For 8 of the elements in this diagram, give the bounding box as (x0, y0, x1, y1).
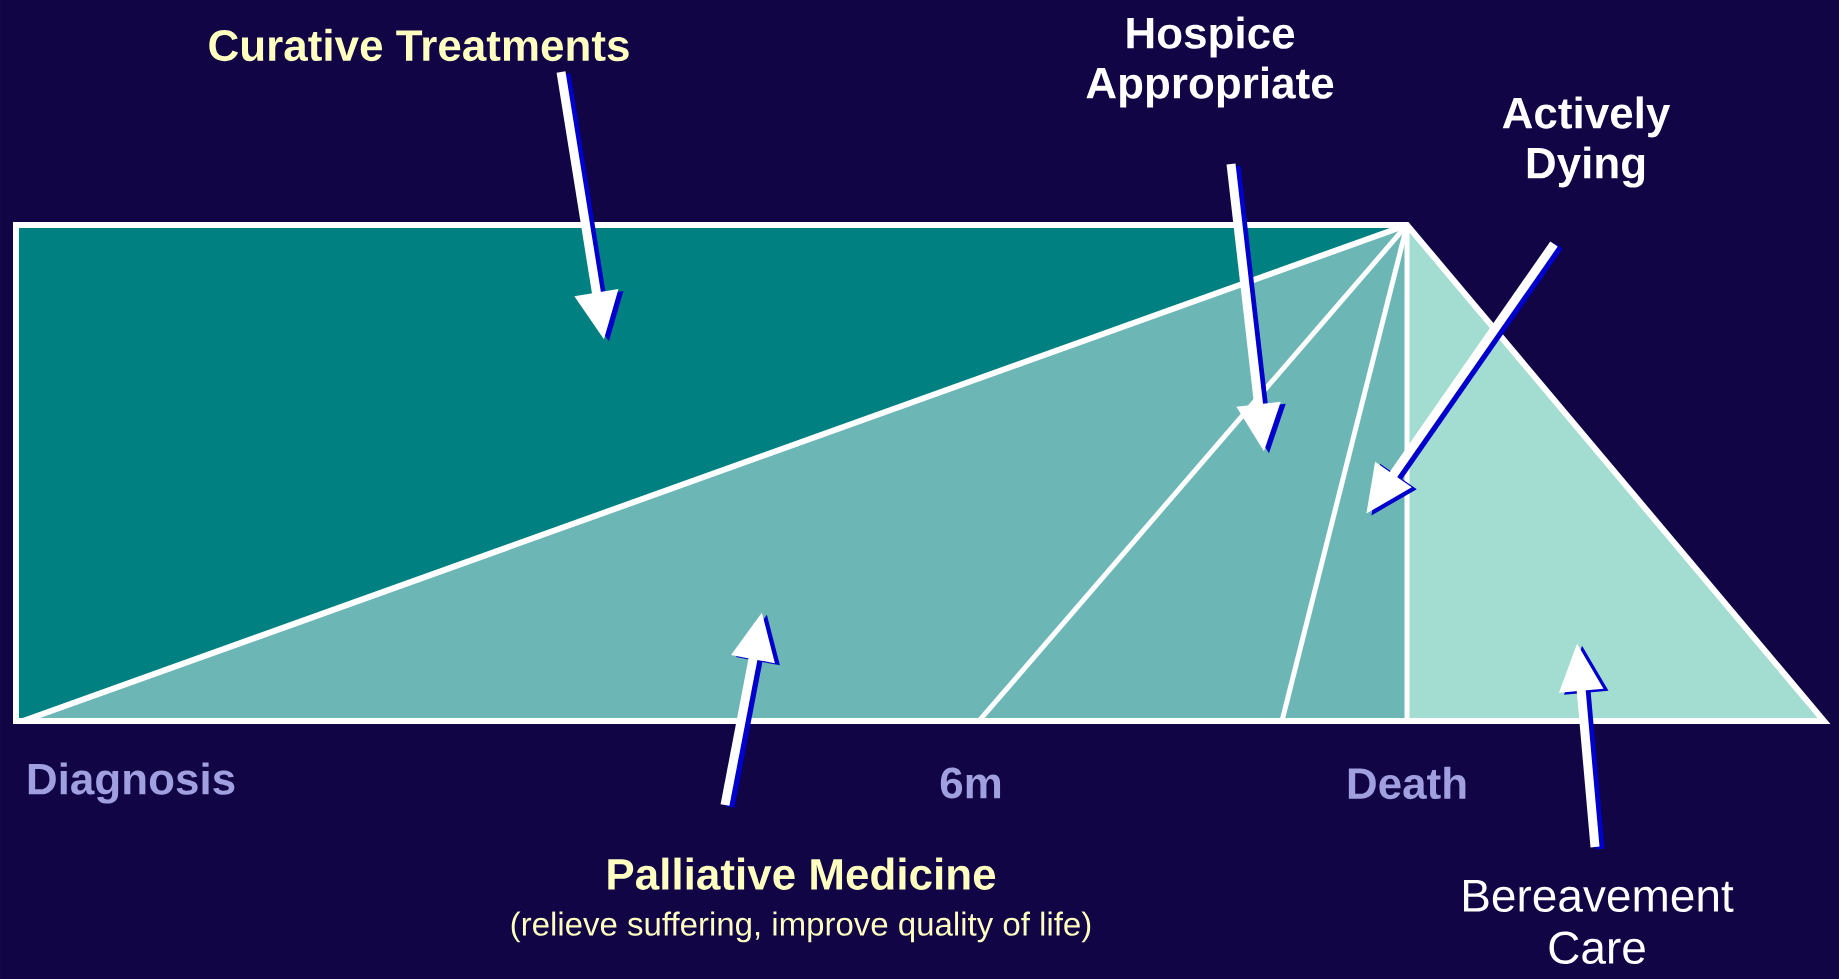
callout-text: Bereavement Care (1464, 879, 1734, 965)
axis-label: Death (1348, 766, 1466, 800)
axis-label: Diagnosis (28, 762, 235, 804)
callout-text: Hospice Appropriate (1086, 16, 1334, 108)
axis-label: 6m (940, 767, 1001, 799)
callout-text: Palliative Medicine (relieve suffering, improve quality of life) (511, 857, 1091, 943)
callout-text: Actively Dying (1502, 96, 1671, 188)
callout-text: Curative Treatments (209, 28, 629, 62)
